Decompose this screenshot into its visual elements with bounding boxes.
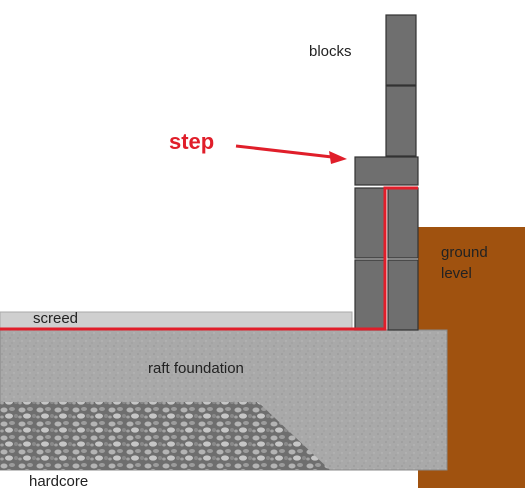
block [354,187,386,259]
hardcore-layer [0,402,330,470]
screed-label: screed [33,310,79,327]
ground-level-label-line-1: ground [441,244,488,261]
block-step [354,156,419,186]
blocks-label: blocks [309,43,352,60]
block [387,259,419,331]
damp-proof-course-line [0,186,418,331]
block [354,259,386,331]
step-label: step [169,129,215,154]
block [385,14,417,86]
block [385,85,417,157]
block [387,187,419,259]
step-arrow [235,144,347,164]
raft-foundation-label: raft foundation [148,360,244,377]
ground-level-label-line-2: level [441,265,472,282]
block-wall [354,14,419,331]
hardcore-label: hardcore [29,473,89,490]
